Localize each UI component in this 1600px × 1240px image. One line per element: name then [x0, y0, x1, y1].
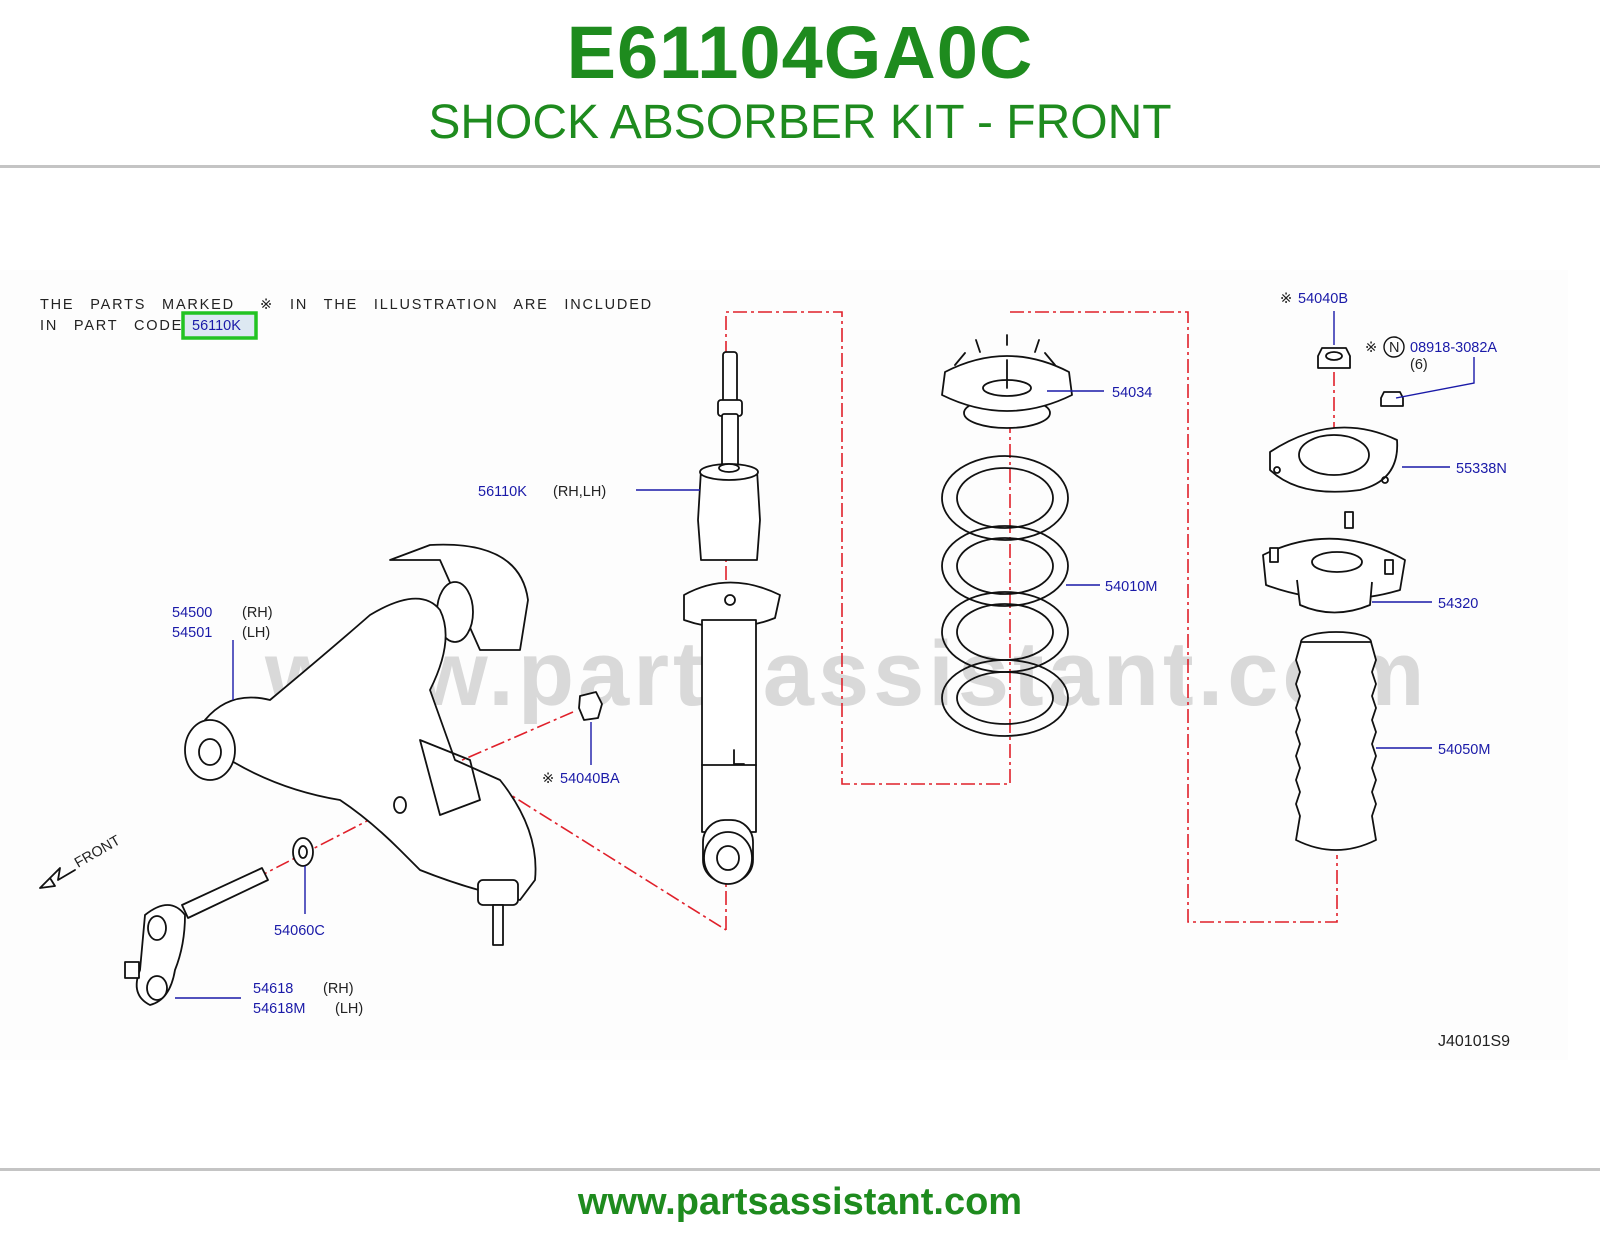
callout-54618m[interactable]: 54618M (LH) — [253, 1001, 363, 1017]
svg-text:54040B: 54040B — [1298, 291, 1348, 307]
header-divider — [0, 165, 1600, 168]
svg-text:56110K: 56110K — [478, 484, 527, 500]
part-description-title: SHOCK ABSORBER KIT - FRONT — [428, 96, 1172, 149]
callout-54320[interactable]: 54320 — [1438, 596, 1478, 612]
svg-text:54500: 54500 — [172, 605, 212, 621]
callout-54618[interactable]: 54618 (RH) — [253, 981, 354, 997]
leader-lines — [175, 311, 1475, 999]
footer-website-link[interactable]: www.partsassistant.com — [577, 1181, 1023, 1223]
n-circle-icon — [1383, 336, 1405, 358]
svg-text:54618M: 54618M — [253, 1001, 305, 1017]
svg-text:※: ※ — [1280, 291, 1292, 307]
lower-arm-illustration — [184, 543, 537, 946]
svg-text:54618: 54618 — [253, 981, 293, 997]
callout-08918-3082a[interactable]: ※ N 08918-3082A (6) — [1365, 336, 1497, 373]
callout-54010m[interactable]: 54010M — [1105, 579, 1157, 595]
callout-54501[interactable]: 54501 (LH) — [172, 625, 270, 641]
small-fastener-illustration — [292, 691, 603, 867]
shock-absorber-illustration — [683, 351, 781, 885]
callout-54040ba[interactable]: ※ 54040BA — [542, 771, 620, 787]
callout-54060c[interactable]: 54060C — [274, 923, 325, 939]
strut-mount-illustration — [1262, 511, 1406, 614]
svg-text:※: ※ — [1365, 340, 1377, 356]
note-line1-tail: IN THE ILLUSTRATION ARE INCLUDED — [290, 297, 653, 313]
stabilizer-link-illustration — [124, 867, 269, 1006]
callout-54034[interactable]: 54034 — [1112, 385, 1152, 401]
nut-illustration — [1317, 347, 1404, 407]
note-mark: ※ — [260, 297, 272, 313]
callout-55338n[interactable]: 55338N — [1456, 461, 1507, 477]
svg-text:08918-3082A: 08918-3082A — [1410, 340, 1497, 356]
illustration-id: J40101S9 — [1438, 1033, 1510, 1050]
svg-text:(RH): (RH) — [323, 981, 354, 997]
highlight-box — [181, 311, 258, 340]
svg-text:(6): (6) — [1410, 357, 1428, 373]
highlight-code[interactable]: 56110K — [192, 318, 241, 334]
part-code-title: E61104GA0C — [566, 11, 1034, 94]
svg-text:54501: 54501 — [172, 625, 212, 641]
page-header: E61104GA0C SHOCK ABSORBER KIT - FRONT — [0, 0, 1600, 168]
note-line2: IN PART CODE — [40, 318, 183, 334]
callout-54040b[interactable]: ※ 54040B — [1280, 291, 1348, 307]
callout-54050m[interactable]: 54050M — [1438, 742, 1490, 758]
callout-54500[interactable]: 54500 (RH) — [172, 605, 273, 621]
svg-text:(RH): (RH) — [242, 605, 273, 621]
gasket-plate-illustration — [1269, 426, 1399, 493]
svg-text:(LH): (LH) — [335, 1001, 363, 1017]
footer-divider — [0, 1168, 1600, 1171]
svg-text:※: ※ — [542, 771, 554, 787]
svg-text:54040BA: 54040BA — [560, 771, 620, 787]
note-line1: THE PARTS MARKED — [40, 297, 235, 313]
svg-text:N: N — [1389, 340, 1399, 356]
svg-text:(LH): (LH) — [242, 625, 270, 641]
callout-56110k[interactable]: 56110K (RH,LH) — [478, 484, 606, 500]
coil-spring-illustration — [941, 455, 1069, 737]
dust-boot-illustration — [1295, 631, 1377, 851]
spring-seat-illustration — [941, 334, 1073, 429]
svg-text:(RH,LH): (RH,LH) — [553, 484, 606, 500]
